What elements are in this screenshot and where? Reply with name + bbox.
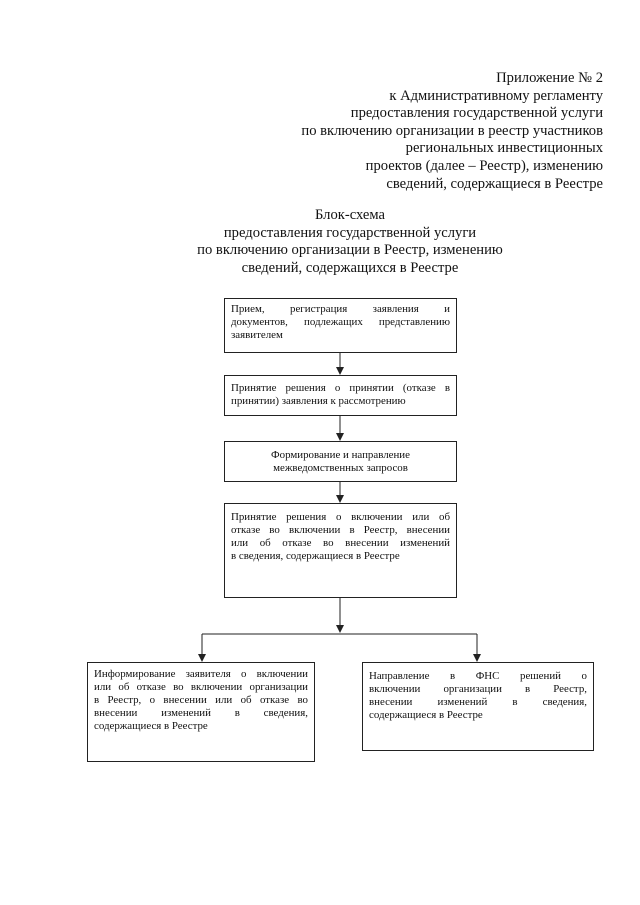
appendix-line: региональных инвестиционных: [405, 140, 603, 157]
step-text-line: в Реестр, о внесении или об отказе во: [94, 694, 308, 707]
step-acceptance-decision: Принятие решения о принятии (отказе в пр…: [224, 375, 457, 416]
step-interagency-requests: Формирование и направление межведомствен…: [224, 441, 457, 482]
step-text-line: Прием, регистрация заявления и: [231, 303, 450, 315]
appendix-line: к Административному регламенту: [389, 87, 603, 104]
step-send-to-fns: Направление в ФНС решений о включении ор…: [362, 662, 594, 751]
step-inclusion-decision: Принятие решения о включении или об отка…: [224, 503, 457, 598]
step-text-line: межведомственных запросов: [273, 462, 408, 475]
step-text-line: Формирование и направление: [271, 449, 410, 461]
step-text-line: отказе во включении в Реестр, внесении: [231, 524, 450, 537]
step-text-line: в сведения, содержащиеся в Реестре: [231, 550, 400, 563]
step-inform-applicant: Информирование заявителя о включении или…: [87, 662, 315, 762]
step-reception-registration: Прием, регистрация заявления и документо…: [224, 298, 457, 353]
appendix-line: предоставления государственной услуги: [350, 105, 603, 122]
appendix-line: сведений, содержащиеся в Реестре: [386, 175, 603, 192]
appendix-line: по включению организации в реестр участн…: [301, 122, 603, 139]
appendix-line: проектов (далее – Реестр), изменению: [365, 157, 603, 174]
title-line: по включению организации в Реестр, измен…: [197, 242, 503, 259]
step-text-line: или об отказе во внесении изменений: [231, 537, 450, 550]
step-text-line: заявителем: [231, 329, 283, 342]
step-text-line: Информирование заявителя о включении: [94, 668, 308, 680]
step-text-line: принятии) заявления к рассмотрению: [231, 395, 406, 408]
title-line: Блок-схема: [314, 207, 386, 223]
document-title: Блок-схема предоставления государственно…: [160, 207, 540, 277]
step-text-line: Принятие решения о принятии (отказе в: [231, 382, 450, 394]
appendix-line: Приложение № 2: [496, 70, 603, 86]
step-text-line: содержащиеся в Реестре: [94, 720, 208, 733]
appendix-header: Приложение № 2 к Административному регла…: [301, 70, 603, 193]
step-text-line: включении организации в Реестр,: [369, 683, 587, 696]
step-text-line: Направление в ФНС решений о: [369, 670, 587, 682]
step-text-line: Принятие решения о включении или об: [231, 511, 450, 523]
title-line: предоставления государственной услуги: [223, 224, 477, 241]
step-text-line: содержащиеся в Реестре: [369, 709, 483, 722]
step-text-line: документов, подлежащих представлению: [231, 316, 450, 329]
step-text-line: или об отказе во включении организации: [94, 681, 308, 694]
step-text-line: внесении изменений в сведения,: [94, 707, 308, 720]
step-text-line: внесении изменений в сведения,: [369, 696, 587, 709]
title-line: сведений, содержащихся в Реестре: [241, 259, 459, 276]
